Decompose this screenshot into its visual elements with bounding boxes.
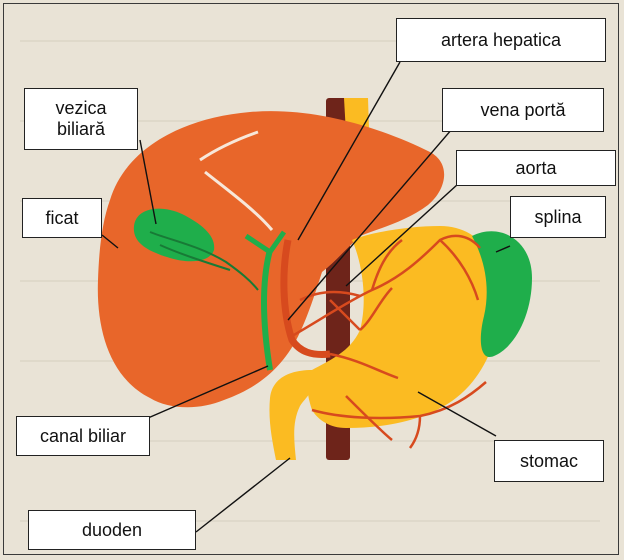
label-artera-hepatica: artera hepatica <box>396 18 606 62</box>
label-vezica-biliara-line1: vezica <box>55 98 106 119</box>
duodenum-shape <box>269 370 313 460</box>
label-artera-hepatica-text: artera hepatica <box>441 30 561 51</box>
label-vezica-biliara-line2: biliară <box>57 119 105 140</box>
label-duoden: duoden <box>28 510 196 550</box>
label-stomac: stomac <box>494 440 604 482</box>
label-vena-porta-text: vena portă <box>480 100 565 121</box>
label-canal-biliar: canal biliar <box>16 416 150 456</box>
label-ficat-text: ficat <box>45 208 78 229</box>
label-vezica-biliara: vezica biliară <box>24 88 138 150</box>
label-ficat: ficat <box>22 198 102 238</box>
label-duoden-text: duoden <box>82 520 142 541</box>
label-splina: splina <box>510 196 606 238</box>
label-vena-porta: vena portă <box>442 88 604 132</box>
label-aorta: aorta <box>456 150 616 186</box>
label-aorta-text: aorta <box>515 158 556 179</box>
label-canal-biliar-text: canal biliar <box>40 426 126 447</box>
label-stomac-text: stomac <box>520 451 578 472</box>
label-splina-text: splina <box>534 207 581 228</box>
